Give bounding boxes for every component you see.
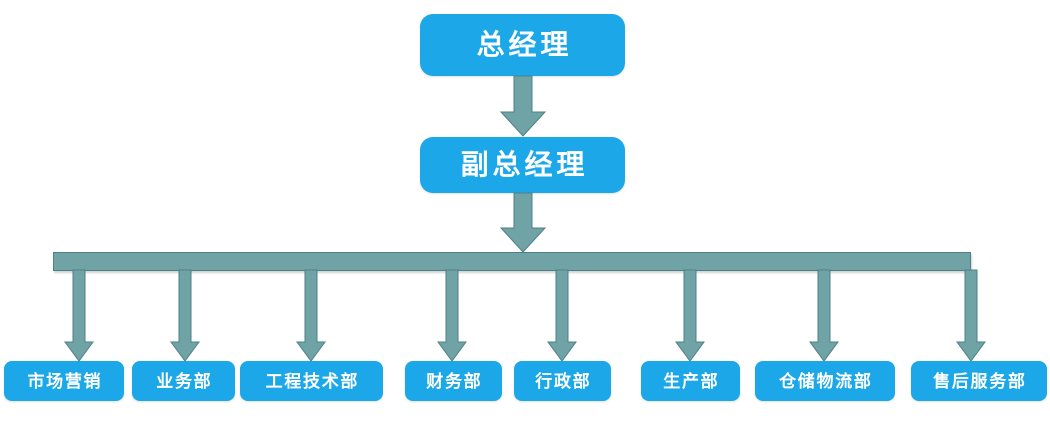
connector-arrow-bar-to-dept1 — [64, 269, 94, 362]
org-node-label: 总经理 — [476, 29, 573, 60]
distribution-bar — [53, 252, 971, 271]
connector-arrow-dgm-to-bar — [499, 192, 547, 253]
org-node-dept-engineering[interactable]: 工程技术部 — [240, 361, 383, 401]
connector-arrow-bar-to-dept6 — [675, 269, 705, 362]
org-node-label: 售后服务部 — [933, 371, 1027, 391]
connector-arrow-bar-to-dept7 — [809, 269, 839, 362]
org-node-dept-finance[interactable]: 财务部 — [405, 361, 502, 401]
org-node-dept-marketing[interactable]: 市场营销 — [4, 361, 124, 401]
org-node-label: 生产部 — [663, 371, 720, 391]
connector-arrow-bar-to-dept4 — [437, 269, 467, 362]
org-node-deputy-general-manager[interactable]: 副总经理 — [420, 137, 625, 193]
org-node-label: 财务部 — [426, 371, 483, 391]
connector-arrow-bar-to-dept2 — [170, 269, 200, 362]
org-node-general-manager[interactable]: 总经理 — [420, 14, 625, 76]
org-node-label: 工程技术部 — [265, 371, 360, 391]
org-node-label: 仓储物流部 — [779, 371, 873, 391]
org-node-dept-after-sales[interactable]: 售后服务部 — [911, 361, 1047, 401]
connector-arrow-gm-to-dgm — [499, 75, 547, 137]
connector-arrow-bar-to-dept8 — [956, 269, 986, 362]
org-node-dept-warehouse-logistics[interactable]: 仓储物流部 — [755, 361, 895, 401]
org-node-dept-production[interactable]: 生产部 — [641, 361, 740, 401]
connector-arrow-bar-to-dept3 — [296, 269, 326, 362]
org-node-label: 业务部 — [156, 371, 213, 391]
org-node-label: 市场营销 — [27, 371, 103, 391]
org-node-dept-administration[interactable]: 行政部 — [514, 361, 611, 401]
connector-arrow-bar-to-dept5 — [547, 269, 577, 362]
org-node-label: 副总经理 — [460, 149, 589, 180]
org-node-dept-business[interactable]: 业务部 — [132, 361, 235, 401]
org-node-label: 行政部 — [535, 371, 592, 391]
